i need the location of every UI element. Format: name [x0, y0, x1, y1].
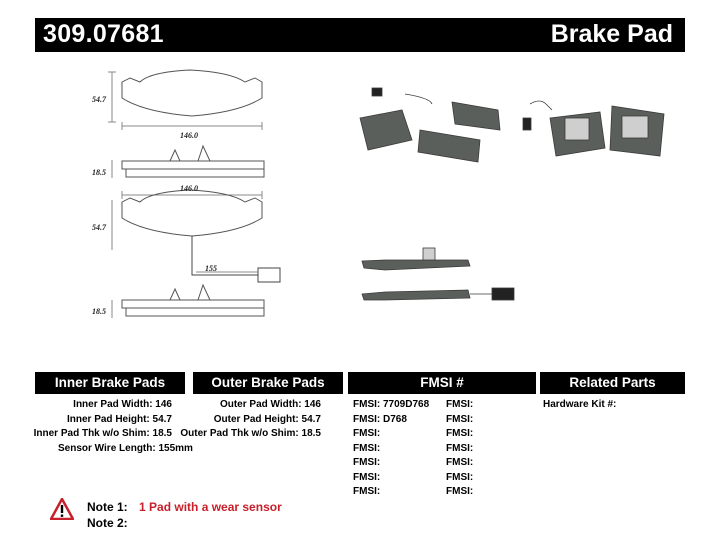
fmsi-left-1: FMSI: D768	[353, 413, 407, 425]
hardware-kit-label: Hardware Kit #:	[543, 399, 617, 410]
dim-thk-top: 18.5	[92, 168, 106, 177]
inner-pad-outline	[121, 69, 263, 117]
note-1-text: 1 Pad with a wear sensor	[139, 500, 282, 514]
part-number: 309.07681	[43, 20, 164, 48]
dim-wire: 155	[205, 264, 217, 273]
fmsi-right-1: FMSI:	[446, 413, 474, 425]
fmsi-right-0: FMSI:	[446, 399, 474, 410]
fmsi-header: FMSI #	[348, 372, 536, 394]
pad-photo-flat	[522, 100, 665, 157]
fmsi-right-4: FMSI:	[446, 457, 474, 468]
fmsi-left-6: FMSI:	[353, 486, 381, 497]
outer-specs-header: Outer Brake Pads Specs	[193, 372, 343, 412]
dim-thk-bottom: 18.5	[92, 307, 106, 316]
note-1-label: Note 1:	[87, 500, 128, 514]
outer-spec-width: Outer Pad Width: 146	[219, 399, 321, 410]
technical-drawing: 54.7 146.0 18.5 146.0 54.7 155 18.5	[92, 69, 665, 318]
related-parts-header: Related Parts	[540, 372, 685, 394]
dim-height-top: 54.7	[92, 95, 107, 104]
sensor-wire	[191, 236, 258, 276]
fmsi-left-5: FMSI:	[353, 471, 381, 483]
inner-spec-thk: Inner Pad Thk w/o Shim: 18.5	[33, 428, 172, 439]
header-bar: 309.07681 Brake Pad	[35, 18, 685, 52]
fmsi-right-5: FMSI:	[446, 471, 474, 483]
inner-spec-height: Inner Pad Height: 54.7	[66, 413, 172, 425]
fmsi-right-3: FMSI:	[446, 442, 474, 454]
inner-pad-side	[121, 160, 265, 170]
fmsi-right-6: FMSI:	[446, 486, 474, 497]
dim-width-bottom: 146.0	[180, 184, 198, 193]
outer-specs-list: Outer Pad Width: 146 Outer Pad Height: 5…	[180, 398, 321, 442]
warning-icon	[50, 498, 74, 520]
notes-section: Note 1: 1 Pad with a wear sensor Note 2:	[50, 498, 450, 538]
fmsi-left-0: FMSI: 7709D768	[353, 399, 430, 410]
inner-spec-width: Inner Pad Width: 146	[73, 399, 172, 410]
inner-spec-sensor-wire: Sensor Wire Length: 155mm	[58, 442, 193, 454]
note-2-label: Note 2:	[87, 516, 128, 530]
product-title: Brake Pad	[550, 20, 673, 48]
outer-pad-side	[121, 299, 265, 309]
outer-pad-outline	[121, 189, 263, 237]
fmsi-left-3: FMSI:	[353, 442, 381, 454]
outer-spec-height: Outer Pad Height: 54.7	[213, 413, 321, 425]
inner-specs-header: Inner Brake Pads Specs	[35, 372, 185, 412]
dim-width-top: 146.0	[180, 131, 198, 140]
outer-spec-thk: Outer Pad Thk w/o Shim: 18.5	[180, 428, 321, 439]
fmsi-left-2: FMSI:	[353, 428, 381, 439]
fmsi-right-2: FMSI:	[446, 428, 474, 439]
inner-specs-list: Inner Pad Width: 146 Inner Pad Height: 5…	[20, 398, 193, 456]
dim-height-bottom: 54.7	[92, 223, 107, 232]
pad-photo-angled	[359, 87, 501, 163]
pad-photo-side	[361, 247, 515, 301]
fmsi-left-4: FMSI:	[353, 457, 381, 468]
